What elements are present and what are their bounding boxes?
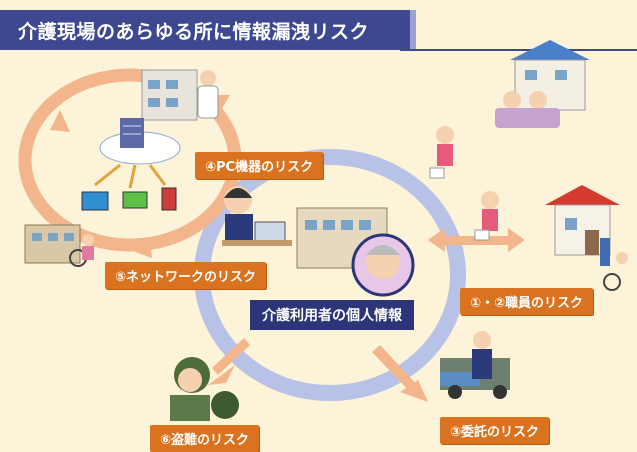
thief-icon [170,357,239,421]
device-arrows-icon [94,163,167,189]
personal-info-label: 介護利用者の個人情報 [250,300,414,330]
page-title: 介護現場のあらゆる所に情報漏洩リスク [18,21,370,43]
arrow-head-icon [428,228,445,252]
doctor-icon [197,70,219,119]
loop-arrow-icon [130,240,152,258]
risk-label-contractor: ③委託のリスク [440,417,550,444]
loop-arrow-icon [50,110,70,132]
title-underline [400,49,637,51]
laptop-icon [122,191,148,209]
smartphone-icon [161,187,177,211]
arrow-to-contractor [372,345,420,394]
risk-label-network: ⑤ネットワークのリスク [105,262,267,289]
cloud-server-icon [99,118,181,165]
title-bar [0,10,416,50]
risk-label-pc: ④PC機器のリスク [195,152,324,179]
facility-building-icon [141,69,198,121]
house-with-elderly-icon [495,40,590,128]
risk-label-theft: ⑥盗難のリスク [150,425,260,452]
risk-label-staff: ①・②職員のリスク [460,288,594,315]
staff-at-computer-icon [222,186,292,246]
wheelchair-user-icon [600,238,628,291]
walking-staff-icon [429,126,454,179]
contractor-person-icon [472,331,492,379]
care-home-building-icon [24,224,81,264]
arrow-to-theft [212,338,250,375]
wheelchair-caregiver-icon [69,234,94,267]
walking-staff-icon [474,191,499,241]
arrow-head-icon [508,228,525,252]
desktop-pc-icon [81,191,109,211]
arrow-head-icon [400,380,428,402]
arrow-head-icon [208,365,235,385]
elderly-person-icon [351,233,415,297]
